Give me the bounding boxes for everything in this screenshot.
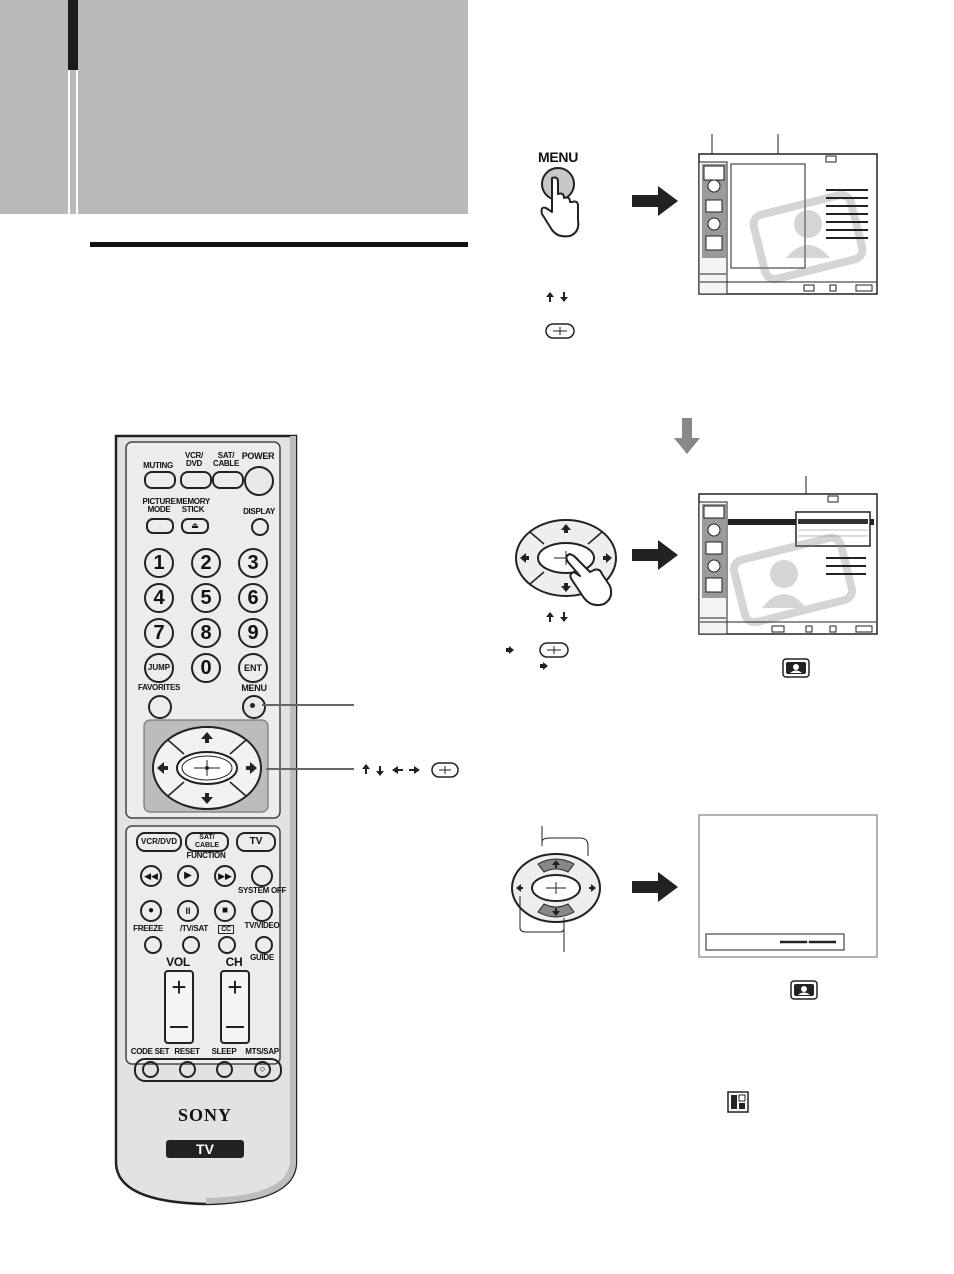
header-band — [0, 0, 468, 214]
step2-right-arrow — [632, 540, 678, 570]
tv-video-button[interactable] — [255, 936, 273, 954]
key-7[interactable]: 7 — [144, 618, 174, 648]
key-9[interactable]: 9 — [238, 618, 268, 648]
power-button[interactable] — [244, 466, 274, 496]
jump-button[interactable]: JUMP — [144, 653, 174, 683]
muting-button[interactable] — [144, 471, 176, 489]
picture-icon-1 — [782, 658, 810, 678]
guide-label: GUIDE — [250, 953, 274, 962]
sleep-label: SLEEP — [211, 1047, 237, 1056]
picture-mode-button[interactable] — [146, 518, 174, 534]
channel-rocker[interactable]: + — [220, 970, 250, 1044]
vcr-dvd-input-button[interactable] — [180, 471, 212, 489]
menu-button-dot — [250, 703, 255, 708]
up-down-symbol-2 — [546, 612, 568, 622]
key-0[interactable]: 0 — [191, 653, 221, 683]
tv-video-button-top[interactable] — [251, 900, 273, 922]
freeze-label: FREEZE — [133, 924, 163, 933]
picture-icon-2 — [790, 980, 818, 1000]
dpad-press-illustration[interactable] — [514, 516, 624, 608]
favorites-label: FAVORITES — [137, 683, 181, 692]
power-label: POWER — [241, 451, 275, 461]
system-off-label: SYSTEM OFF — [237, 886, 287, 895]
tv-badge: TV — [166, 1140, 244, 1158]
vcr-dvd-button[interactable]: VCR/DVD — [136, 832, 182, 852]
sleep-button[interactable] — [216, 1061, 233, 1078]
mts-sap-button[interactable]: ◇ — [254, 1061, 271, 1078]
key-3[interactable]: 3 — [238, 548, 268, 578]
step1-right-arrow — [632, 186, 678, 216]
rewind-button[interactable]: ◀◀ — [140, 865, 162, 887]
header-tab-line — [68, 70, 70, 214]
ent-button[interactable]: ENT — [238, 653, 268, 683]
key-2[interactable]: 2 — [191, 548, 221, 578]
vol-label: VOL — [166, 955, 190, 969]
code-set-button[interactable] — [142, 1061, 159, 1078]
cc-button[interactable] — [218, 936, 236, 954]
display-label: DISPLAY — [243, 507, 275, 516]
step3-right-arrow — [632, 872, 678, 902]
up-down-symbol-1 — [546, 292, 568, 302]
cc-label: CC — [218, 925, 234, 934]
key-8[interactable]: 8 — [191, 618, 221, 648]
number-keypad: 1 2 3 4 5 6 7 8 9 JUMP 0 ENT — [140, 546, 270, 686]
sat-cable-input-button[interactable] — [212, 471, 244, 489]
right-enter-symbols — [506, 642, 569, 670]
key-6[interactable]: 6 — [238, 583, 268, 613]
menu-screen-2 — [698, 476, 878, 635]
step-down-arrow — [674, 418, 700, 454]
remote-dpad[interactable] — [148, 724, 266, 812]
menu-screen-1 — [698, 134, 878, 295]
menu-label-remote: MENU — [241, 683, 267, 693]
vcr-dvd-top-label: VCR/ DVD — [185, 451, 203, 468]
tv-input-button[interactable]: TV — [236, 832, 276, 852]
ch-label: CH — [225, 955, 243, 969]
system-off-button[interactable] — [251, 865, 273, 887]
reset-button[interactable] — [179, 1061, 196, 1078]
key-1[interactable]: 1 — [144, 548, 174, 578]
dpad-callout-line — [266, 768, 354, 770]
menu-callout-line — [262, 704, 354, 706]
muting-label: MUTING — [143, 461, 173, 470]
volume-rocker[interactable]: + — [164, 970, 194, 1044]
tv-sat-label: /TV/SAT — [180, 924, 208, 933]
header-tab-dark — [68, 0, 78, 70]
mts-sap-label: MTS/SAP — [245, 1047, 279, 1056]
tv-video-label: TV/VIDEO — [244, 921, 280, 930]
key-4[interactable]: 4 — [144, 583, 174, 613]
stop-button[interactable]: ■ — [214, 900, 236, 922]
bottom-row-pill — [134, 1058, 282, 1082]
play-button[interactable]: ▶ — [177, 865, 199, 887]
section-rule — [90, 242, 468, 247]
key-5[interactable]: 5 — [191, 583, 221, 613]
enter-symbol-1 — [545, 323, 575, 339]
sat-cable-button[interactable]: SAT/ CABLE — [185, 832, 229, 852]
function-label: FUNCTION — [186, 851, 226, 860]
dpad-callout-symbols — [362, 762, 459, 778]
menu-press-illustration[interactable] — [530, 164, 590, 244]
menu-button-caption: MENU — [537, 149, 579, 165]
adjust-screen — [698, 814, 878, 958]
memory-stick-label: MEMORY STICK — [176, 497, 210, 514]
dpad-adjust-illustration[interactable] — [506, 824, 606, 954]
favorites-button[interactable] — [148, 695, 172, 719]
code-set-label: CODE SET — [130, 1047, 170, 1056]
fast-forward-button[interactable]: ▶▶ — [214, 865, 236, 887]
sat-cable-top-label: SAT/ CABLE — [212, 451, 240, 468]
reset-label: RESET — [174, 1047, 200, 1056]
display-button[interactable] — [251, 518, 269, 536]
picture-mode-label: PICTURE MODE — [142, 497, 176, 514]
brand-logo: SONY — [177, 1105, 232, 1125]
pause-button[interactable]: II — [177, 900, 199, 922]
setup-icon — [727, 1091, 749, 1113]
tv-sat-button[interactable] — [182, 936, 200, 954]
freeze-button[interactable] — [144, 936, 162, 954]
record-button[interactable]: ● — [140, 900, 162, 922]
memory-stick-button[interactable]: ⏏ — [181, 518, 209, 534]
header-tab-line-right — [76, 70, 78, 214]
